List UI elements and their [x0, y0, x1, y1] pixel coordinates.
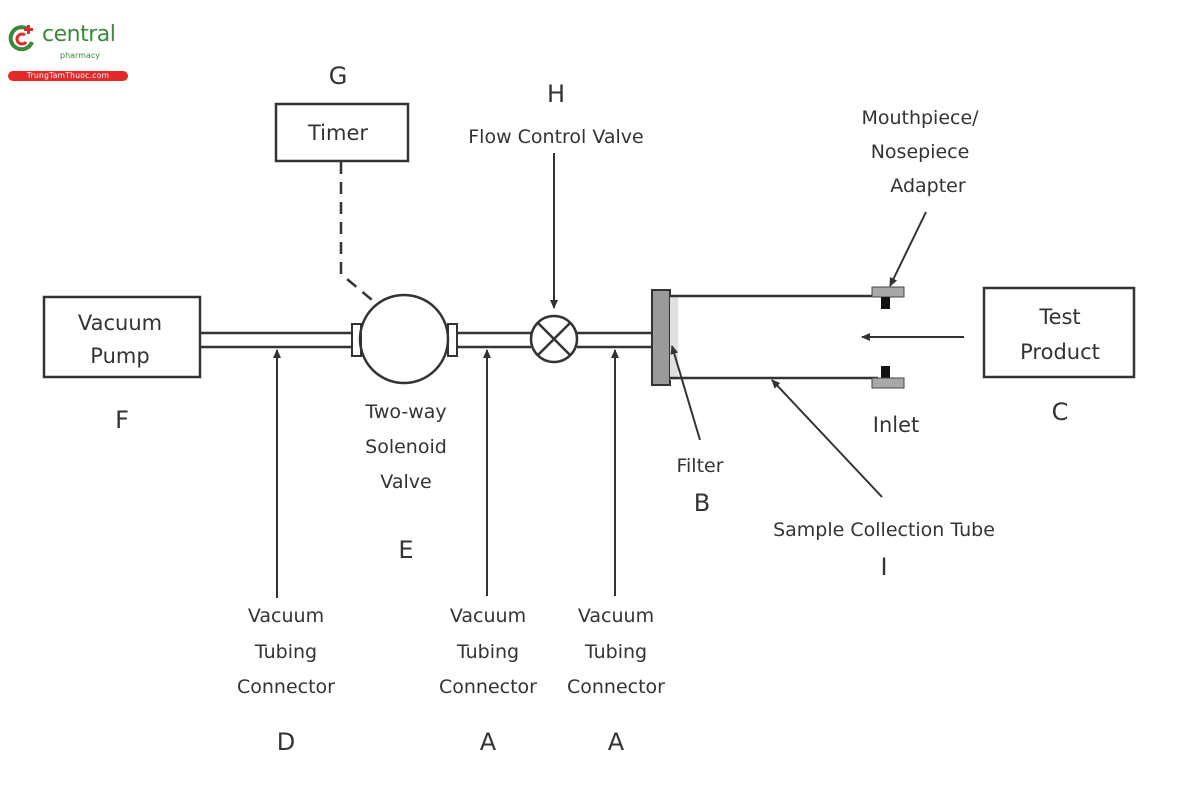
adapter-pointer [889, 211, 927, 287]
adapter-label-line3: Adapter [890, 175, 966, 197]
vacuum-pump-label-line1: Vacuum [78, 311, 162, 335]
test-product-label-line2: Product [1020, 340, 1100, 364]
test-product-letter: C [1052, 398, 1069, 426]
timer-control-line [339, 162, 373, 301]
adapter-label-line1: Mouthpiece/ [861, 107, 979, 129]
solenoid-port-right [447, 323, 458, 357]
svg-text:Tubing: Tubing [254, 641, 317, 663]
logo-name: central [42, 22, 116, 47]
vacuum-pump-box [42, 295, 202, 379]
logo-site-banner: TrungTamThuoc.com [8, 71, 128, 81]
vacuum-pump-label-line2: Pump [90, 344, 149, 368]
svg-text:Vacuum: Vacuum [248, 605, 324, 627]
central-pharmacy-logo: central pharmacy TrungTamThuoc.com [6, 22, 131, 82]
timer-letter: G [329, 62, 348, 90]
adapter-bottom-seal [881, 366, 890, 378]
test-product-label-line1: Test [1038, 305, 1080, 329]
test-product-box [982, 286, 1136, 379]
sample-tube-pointer [771, 379, 883, 498]
connector-a1-label: Vacuum Tubing Connector A [439, 605, 537, 756]
filter-pointer [670, 345, 701, 441]
svg-text:Connector: Connector [237, 676, 335, 698]
filter-holder [651, 289, 671, 386]
connector-a1-letter: A [480, 728, 497, 756]
timer-box [274, 102, 410, 163]
flow-valve-letter: H [547, 80, 565, 108]
vacuum-pump-letter: F [115, 406, 129, 434]
solenoid-label-line2: Solenoid [365, 436, 447, 458]
adapter-label-line2: Nosepiece [871, 141, 970, 163]
filter-label: Filter [676, 455, 723, 477]
filter-media [670, 296, 678, 380]
svg-text:Vacuum: Vacuum [450, 605, 526, 627]
connector-d-label: Vacuum Tubing Connector D [237, 605, 335, 756]
sample-tube-letter: I [880, 553, 887, 581]
crossed-circle-valve-icon [529, 314, 579, 364]
filter-letter: B [694, 489, 710, 517]
timer-label: Timer [307, 121, 368, 145]
adapter-top-piece [871, 286, 905, 298]
flow-valve-label: Flow Control Valve [468, 126, 644, 148]
svg-text:Tubing: Tubing [456, 641, 519, 663]
solenoid-label-line1: Two-way [364, 401, 446, 423]
adapter-bottom-piece [871, 377, 905, 389]
sample-tube-label: Sample Collection Tube [773, 519, 995, 541]
svg-text:Connector: Connector [439, 676, 537, 698]
svg-text:Connector: Connector [567, 676, 665, 698]
svg-text:Tubing: Tubing [584, 641, 647, 663]
solenoid-letter: E [398, 536, 413, 564]
logo-subtitle: pharmacy [60, 51, 101, 60]
adapter-top-seal [881, 297, 890, 309]
inlet-label: Inlet [873, 413, 920, 437]
solenoid-label-line3: Valve [380, 471, 431, 493]
circle-valve-icon [358, 293, 450, 385]
connector-a2-letter: A [608, 728, 625, 756]
svg-text:Vacuum: Vacuum [578, 605, 654, 627]
connector-a2-label: Vacuum Tubing Connector A [567, 605, 665, 756]
plus-ring-icon [8, 25, 34, 52]
connector-d-letter: D [277, 728, 295, 756]
